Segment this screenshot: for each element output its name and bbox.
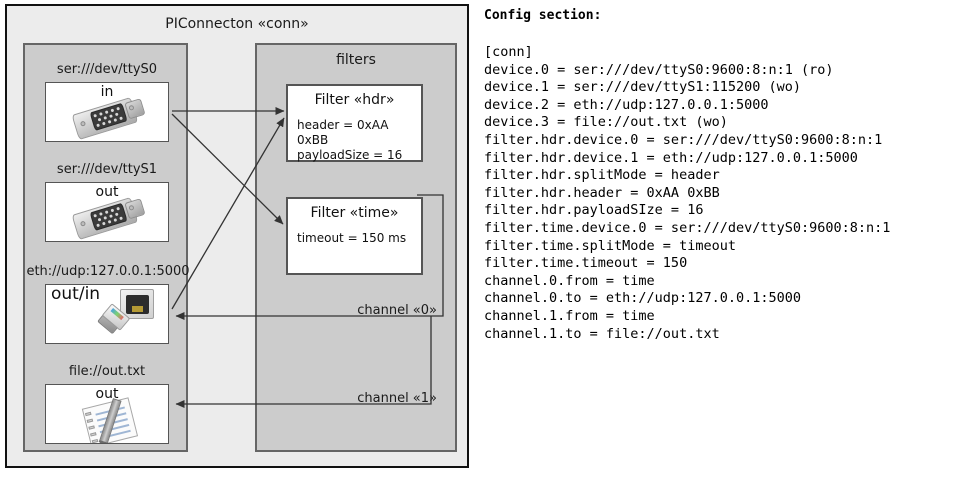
- device-label-file: file://out.txt: [68, 364, 146, 379]
- config-section-body: [conn]device.0 = ser:///dev/ttyS0:9600:8…: [484, 44, 890, 343]
- filter-title-time: Filter «time»: [310, 205, 399, 221]
- device-direction-eth: out/in: [51, 284, 101, 304]
- filter-box-hdr[interactable]: Filter «hdr» header = 0xAA 0xBB payloadS…: [286, 84, 423, 162]
- ethernet-jack-icon: [97, 289, 168, 343]
- config-line: device.0 = ser:///dev/ttyS0:9600:8:n:1 (…: [484, 61, 834, 78]
- device-group-file: file://out.txt out: [34, 364, 180, 446]
- config-line: device.1 = ser:///dev/ttyS1:115200 (wo): [484, 79, 801, 96]
- config-section: Config section: [conn]device.0 = ser:///…: [482, 0, 964, 484]
- config-line: filter.time.timeout = 150: [484, 255, 688, 272]
- device-group-eth: eth://udp:127.0.0.1:5000 out/in: [20, 264, 196, 346]
- config-line: channel.0.from = time: [484, 272, 655, 289]
- connector-diagram: PIConnecton «conn» ser:///dev/ttyS0 in: [5, 4, 469, 468]
- device-group-ttys0: ser:///dev/ttyS0 in: [34, 62, 180, 144]
- config-line: filter.hdr.device.1 = eth://udp:127.0.0.…: [484, 149, 858, 166]
- config-line: filter.hdr.header = 0xAA 0xBB: [484, 184, 720, 201]
- config-line: channel.0.to = eth://udp:127.0.0.1:5000: [484, 290, 801, 307]
- config-line: filter.hdr.payloadSIze = 16: [484, 202, 704, 219]
- filter-attr: timeout = 150 ms: [297, 231, 407, 245]
- device-direction-file: out: [95, 386, 119, 402]
- device-box-file[interactable]: out: [45, 384, 169, 444]
- device-box-ttys1[interactable]: out: [45, 182, 169, 242]
- config-line: filter.hdr.device.0 = ser:///dev/ttyS0:9…: [484, 131, 883, 148]
- filter-title-hdr: Filter «hdr»: [314, 92, 395, 108]
- diagram-title: PIConnecton «conn»: [165, 16, 309, 32]
- config-line: filter.time.splitMode = timeout: [484, 237, 736, 254]
- device-label-eth: eth://udp:127.0.0.1:5000: [26, 264, 190, 279]
- filter-attr: header = 0xAA 0xBB: [297, 118, 389, 147]
- config-line: [conn]: [484, 44, 533, 60]
- channel-label-1: channel «1»: [357, 391, 437, 406]
- config-line: channel.1.from = time: [484, 307, 655, 324]
- device-group-ttys1: ser:///dev/ttyS1 out: [34, 162, 180, 244]
- device-box-eth[interactable]: out/in: [45, 284, 169, 344]
- config-section-heading: Config section:: [484, 8, 602, 23]
- config-line: device.2 = eth://udp:127.0.0.1:5000: [484, 96, 769, 113]
- devices-panel: ser:///dev/ttyS0 in: [23, 43, 190, 452]
- filter-attr: payloadSize = 16: [297, 148, 403, 162]
- filter-box-time[interactable]: Filter «time» timeout = 150 ms: [286, 197, 423, 275]
- config-line: device.3 = file://out.txt (wo): [484, 114, 728, 131]
- device-label-ttys1: ser:///dev/ttyS1: [56, 162, 158, 177]
- device-direction-ttys0: in: [100, 84, 114, 100]
- filter-attrs-time: timeout = 150 ms: [297, 231, 406, 246]
- device-direction-ttys1: out: [95, 184, 119, 200]
- channel-label-0: channel «0»: [357, 303, 437, 318]
- device-label-ttys0: ser:///dev/ttyS0: [56, 62, 158, 77]
- filter-attrs-hdr: header = 0xAA 0xBB payloadSize = 16: [297, 118, 421, 163]
- device-box-ttys0[interactable]: in: [45, 82, 169, 142]
- config-line: filter.hdr.splitMode = header: [484, 167, 720, 184]
- filters-panel-title: filters: [336, 52, 376, 68]
- config-line: channel.1.to = file://out.txt: [484, 325, 720, 342]
- config-line: filter.time.device.0 = ser:///dev/ttyS0:…: [484, 219, 891, 236]
- filters-panel: filters Filter «hdr» header = 0xAA 0xBB …: [255, 43, 457, 452]
